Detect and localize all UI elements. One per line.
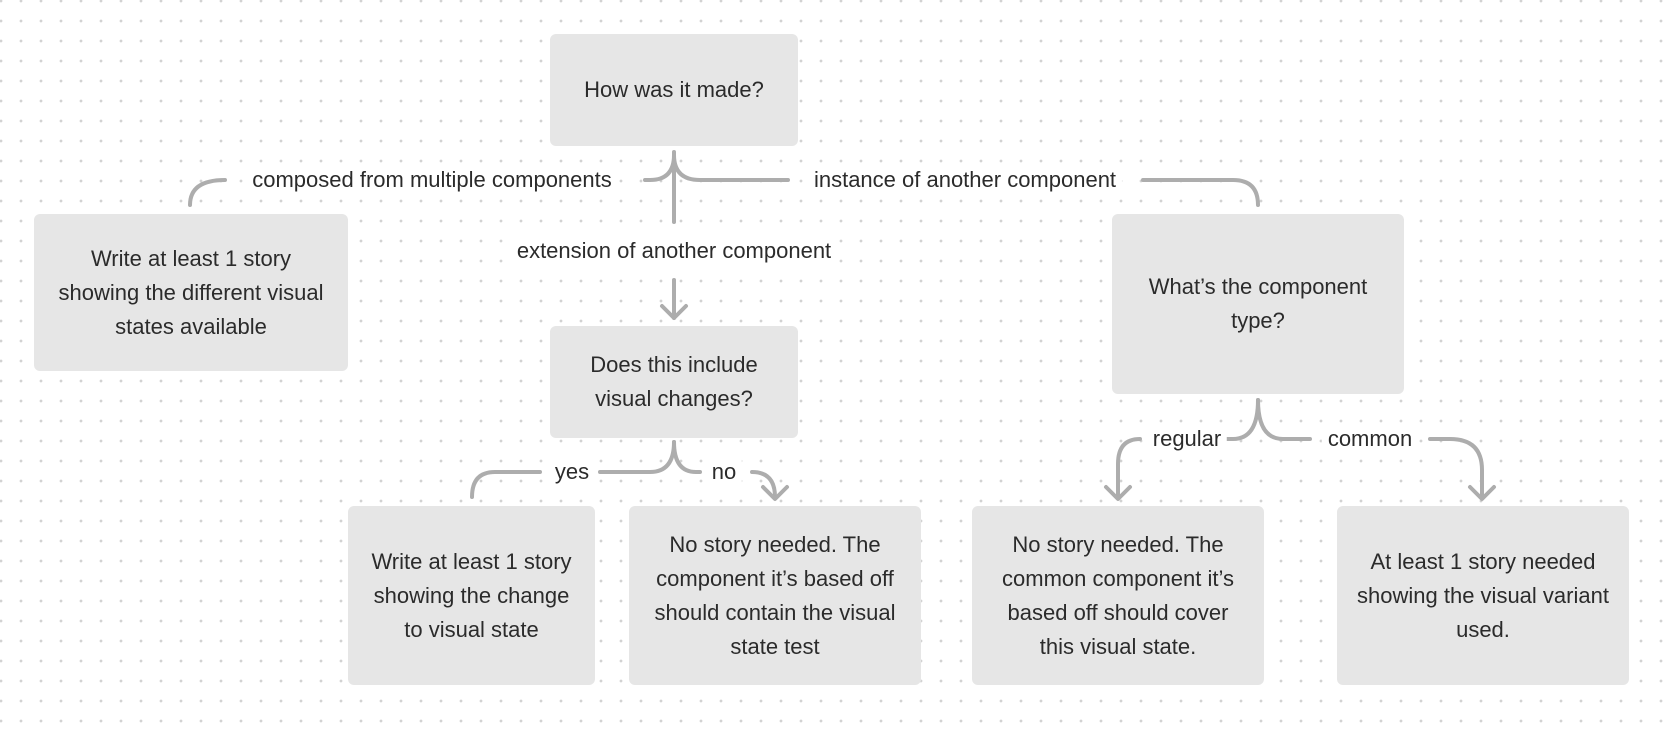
connector-no bbox=[672, 440, 702, 474]
connector-no-end bbox=[750, 470, 777, 499]
node-yes-result-text: Write at least 1 story showing the chang… bbox=[371, 548, 572, 642]
node-composed-result: Write at least 1 story showing the diffe… bbox=[34, 214, 348, 371]
edge-label-yes: yes bbox=[548, 458, 596, 486]
node-composed-result-text: Write at least 1 story showing the diffe… bbox=[58, 245, 324, 339]
node-how-was-it-made-text: How was it made? bbox=[584, 77, 764, 102]
node-component-type-question-text: What’s the component type? bbox=[1148, 274, 1368, 333]
connector-composed-end bbox=[188, 178, 227, 207]
node-no-result-text: No story needed. The component it’s base… bbox=[654, 531, 896, 659]
edge-label-extension: extension of another component bbox=[510, 237, 838, 265]
connector-yes bbox=[598, 440, 676, 474]
node-regular-result-text: No story needed. The common component it… bbox=[1002, 531, 1234, 659]
edge-label-no: no bbox=[705, 458, 743, 486]
node-no-result: No story needed. The component it’s base… bbox=[629, 506, 921, 685]
connector-yes-end bbox=[470, 470, 542, 499]
edge-label-composed: composed from multiple components bbox=[246, 166, 618, 194]
connector-common-end bbox=[1428, 437, 1484, 499]
node-how-was-it-made: How was it made? bbox=[550, 34, 798, 146]
connector-regular-end bbox=[1116, 437, 1142, 499]
node-visual-changes-question-text: Does this include visual changes? bbox=[590, 352, 758, 411]
edge-label-regular: regular bbox=[1146, 425, 1228, 453]
arrowhead-regular bbox=[1104, 485, 1132, 501]
node-component-type-question: What’s the component type? bbox=[1112, 214, 1404, 394]
node-common-result-text: At least 1 story needed showing the visu… bbox=[1357, 548, 1609, 642]
node-regular-result: No story needed. The common component it… bbox=[972, 506, 1264, 685]
edge-label-instance: instance of another component bbox=[807, 166, 1123, 194]
connector-regular bbox=[1223, 398, 1260, 441]
node-yes-result: Write at least 1 story showing the chang… bbox=[348, 506, 595, 685]
arrowhead-common bbox=[1468, 485, 1496, 501]
arrowhead-extension bbox=[660, 304, 688, 320]
node-visual-changes-question: Does this include visual changes? bbox=[550, 326, 798, 438]
connector-instance-end bbox=[1141, 178, 1260, 207]
connector-composed bbox=[643, 153, 676, 182]
arrowhead-no bbox=[761, 485, 789, 501]
node-common-result: At least 1 story needed showing the visu… bbox=[1337, 506, 1629, 685]
edge-label-common: common bbox=[1321, 425, 1419, 453]
connector-common bbox=[1256, 398, 1312, 441]
connector-instance bbox=[672, 153, 790, 182]
